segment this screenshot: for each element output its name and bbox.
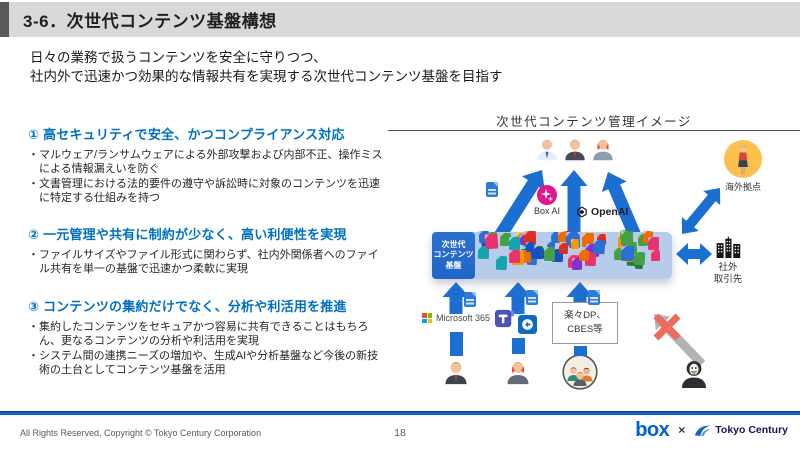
footer-logos: box × Tokyo Century (635, 420, 788, 440)
external-partner: 社外 取引先 (706, 236, 750, 286)
section-2-bullet-1: ・ファイルサイズやファイル形式に関わらず、社内外関係者へのファイル共有を単一の基… (28, 249, 379, 275)
box-ai-icon (537, 185, 557, 205)
overseas-site: 海外拠点 (718, 140, 768, 193)
copyright: All Rights Reserved, Copyright © Tokyo C… (20, 428, 262, 438)
hacker-icon (678, 356, 710, 390)
header-accent-bar (0, 2, 9, 37)
diagram-title-underline (388, 130, 800, 131)
file-icons-cluster (432, 230, 672, 279)
section-3-bullet-2: ・システム間の連携ニーズの増加や、生成AIや分析基盤など今後の新技術の土台として… (28, 350, 379, 376)
section-1-heading: ① 高セキュリティで安全、かつコンプライアンス対応 (28, 127, 345, 142)
box-ai-badge: Box AI (530, 185, 564, 216)
section-1-bullet-1: ・マルウェア/ランサムウェアによる外部攻撃および内部不正、操作ミスによる情報漏え… (28, 149, 383, 175)
employee-icon (442, 356, 470, 386)
section-3-bullet-1: ・集約したコンテンツをセキュアかつ容易に共有できることはもちろん、更なるコンテン… (28, 321, 369, 347)
diagram-title: 次世代コンテンツ管理イメージ (496, 115, 692, 129)
section-2-heading: ② 一元管理や共有に制約が少なく、高い利便性を実現 (28, 227, 347, 242)
group-icon (562, 354, 598, 390)
microsoft-label: Microsoft 365 (436, 313, 491, 323)
document-icon (588, 290, 600, 305)
openai-label: OpenAI (591, 206, 629, 218)
openai-logo: OpenAI (576, 206, 628, 218)
tokyo-century-logo: Tokyo Century (694, 424, 788, 437)
document-icon (486, 182, 498, 197)
source-system-box: 楽々DP、 CBES等 (552, 302, 618, 344)
connector-bar (450, 332, 463, 356)
connector-bar (574, 346, 587, 356)
microsoft-icon (422, 313, 432, 323)
openai-icon (577, 206, 587, 218)
partner-label: 社外 取引先 (713, 262, 743, 285)
employee-icon (534, 134, 560, 162)
microsoft-365-logo: Microsoft 365 (422, 313, 490, 323)
platform-label: 次世代 コンテンツ 基盤 (432, 232, 475, 279)
employee-icon (504, 356, 532, 386)
section-analytics: ③ コンテンツの集約だけでなく、分析や利活用を推進 ・集約したコンテンツをセキュ… (28, 296, 388, 378)
section-3-heading: ③ コンテンツの集約だけでなく、分析や利活用を推進 (28, 299, 347, 314)
overseas-person-icon (724, 140, 762, 178)
page-title: 3-6．次世代コンテンツ基盤構想 (23, 12, 277, 31)
connector-bar (512, 338, 525, 354)
intro-text: 日々の業務で扱うコンテンツを安全に守りつつ、 社内外で迅速かつ効果的な情報共有を… (30, 49, 503, 86)
document-icon (526, 290, 538, 305)
tokyo-century-swoosh-icon (695, 425, 712, 436)
intro-line-1: 日々の業務で扱うコンテンツを安全に守りつつ、 (30, 50, 327, 65)
ms-app-icon (518, 315, 537, 334)
employee-icon (562, 134, 588, 162)
section-usability: ② 一元管理や共有に制約が少なく、高い利便性を実現 ・ファイルサイズやファイル形… (28, 224, 388, 277)
multiply-sign: × (678, 423, 686, 437)
employee-icon (590, 134, 616, 162)
section-security: ① 高セキュリティで安全、かつコンプライアンス対応 ・マルウェア/ランサムウェア… (28, 124, 388, 206)
box-ai-label: Box AI (533, 206, 560, 216)
teams-icon (494, 307, 517, 330)
box-logo: box (635, 419, 670, 441)
footer-divider (0, 411, 800, 415)
diagram: 次世代コンテンツ管理イメージ Box AI (388, 106, 800, 412)
tokyo-century-label: Tokyo Century (715, 424, 788, 436)
document-icon (464, 292, 476, 307)
section-1-bullet-2: ・文書管理における法的要件の遵守や訴訟時に対象のコンテンツを迅速に特定する仕組み… (28, 178, 380, 204)
page-number: 18 (394, 427, 406, 439)
buildings-icon (716, 236, 741, 258)
slide-header: 3-6．次世代コンテンツ基盤構想 (0, 2, 800, 37)
content-platform-band: 次世代 コンテンツ 基盤 (432, 230, 672, 279)
overseas-label: 海外拠点 (724, 182, 761, 192)
intro-line-2: 社内外で迅速かつ効果的な情報共有を実現する次世代コンテンツ基盤を目指す (30, 68, 503, 84)
